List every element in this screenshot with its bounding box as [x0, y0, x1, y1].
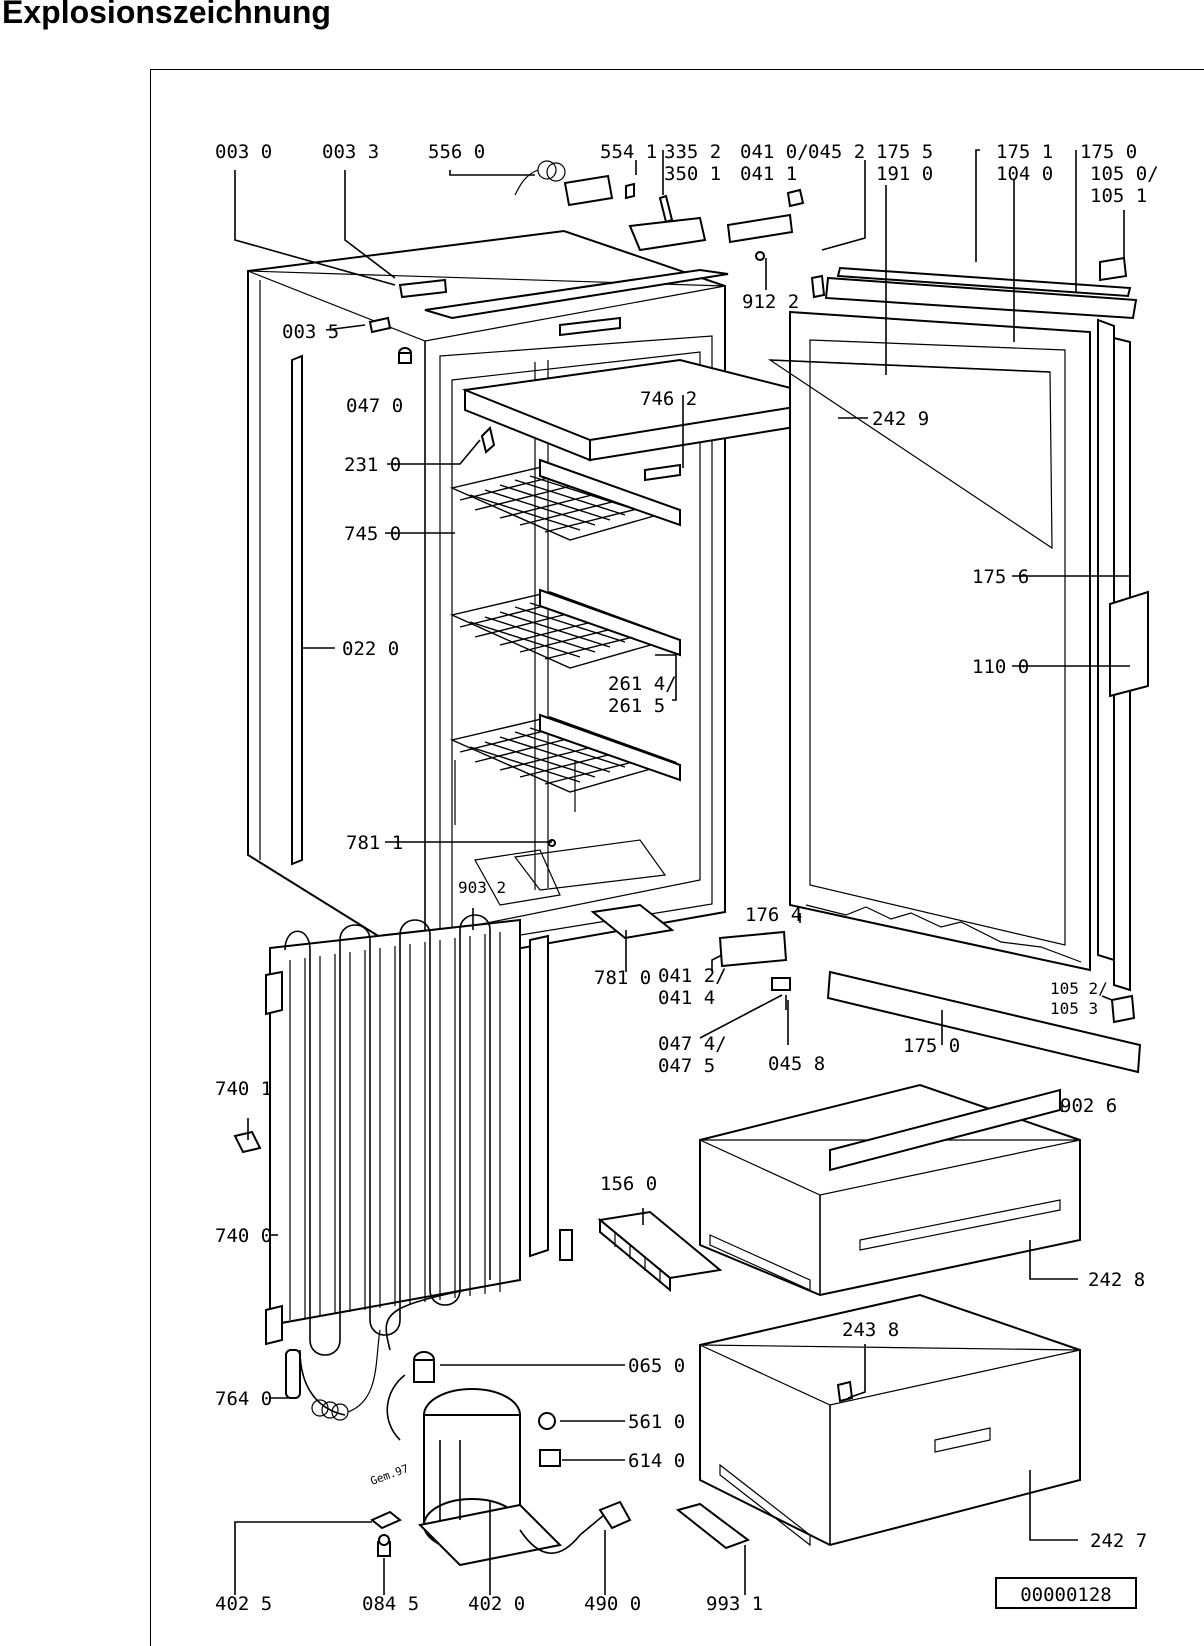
part-label: 175 5: [876, 141, 933, 163]
part-label: 041 0/: [740, 141, 809, 163]
part-label: 912 2: [742, 291, 799, 313]
part-label: 175 6: [972, 566, 1029, 588]
wire-shelf-2: [449, 588, 681, 669]
part-label: 261 4/: [608, 673, 677, 695]
part-label: 740 1: [215, 1078, 272, 1100]
part-label: 191 0: [876, 163, 933, 185]
part-label: 746 2: [640, 388, 697, 410]
drawing-number-box: [995, 1577, 1137, 1609]
door: [767, 256, 1149, 992]
part-label: 105 3: [1050, 999, 1098, 1018]
part-label: 490 0: [584, 1593, 641, 1615]
part-label: 561 0: [628, 1411, 685, 1433]
part-label: 781 0: [594, 967, 651, 989]
part-label: 903 2: [458, 878, 506, 897]
wire-shelf-3: [449, 713, 681, 825]
part-label: 764 0: [215, 1388, 272, 1410]
part-label: 084 5: [362, 1593, 419, 1615]
wire-shelf-1: [449, 458, 681, 541]
author-mark: Gem.97: [369, 1462, 411, 1488]
part-label: 176 4: [745, 904, 802, 926]
part-label: 350 1: [664, 163, 721, 185]
part-label: 175 0: [1080, 141, 1137, 163]
small-parts: [370, 1502, 751, 1557]
part-label: 003 3: [322, 141, 379, 163]
part-label: 402 0: [468, 1593, 525, 1615]
drawing-number: 00000128: [1020, 1584, 1112, 1606]
part-label: 104 0: [996, 163, 1053, 185]
part-label: 740 0: [215, 1225, 272, 1247]
part-label: 047 5: [658, 1055, 715, 1077]
glass-shelf: [461, 358, 839, 482]
part-label: 041 1: [740, 163, 797, 185]
part-label: 242 7: [1090, 1530, 1147, 1552]
part-label: 175 0: [903, 1035, 960, 1057]
thermostat: [514, 160, 805, 261]
leader-lines: [234, 149, 1130, 1595]
part-label: 156 0: [600, 1173, 657, 1195]
part-label: 003 5: [282, 321, 339, 343]
side-strip-022-0: [291, 354, 303, 866]
part-label: 003 0: [215, 141, 272, 163]
part-label: 261 5: [608, 695, 665, 717]
part-label: 781 1: [346, 832, 403, 854]
page-title: Explosionszeichnung: [2, 0, 331, 30]
crisper-drawer-upper: [699, 1083, 1081, 1297]
egg-tray: [597, 1210, 723, 1293]
part-label: 105 0/: [1090, 163, 1159, 185]
top-cover: [368, 268, 729, 364]
crisper-drawer-lower: [699, 1293, 1081, 1547]
part-label: 065 0: [628, 1355, 685, 1377]
part-label: 902 6: [1060, 1095, 1117, 1117]
part-label: 045 8: [768, 1053, 825, 1075]
condenser: [233, 914, 573, 1356]
part-label: 045 2: [808, 141, 865, 163]
capillary-dryer: [285, 1329, 381, 1421]
part-label: 554 1: [600, 141, 657, 163]
part-label: 556 0: [428, 141, 485, 163]
cabinet-floor: [474, 839, 675, 940]
part-label: 047 4/: [658, 1033, 727, 1055]
part-label: 993 1: [706, 1593, 763, 1615]
drawing-frame: [150, 69, 1204, 1646]
part-label: 242 8: [1088, 1269, 1145, 1291]
part-label: 402 5: [215, 1593, 272, 1615]
part-label: 041 4: [658, 987, 715, 1009]
part-label: 110 0: [972, 656, 1029, 678]
part-labels: 003 0 003 3 556 0 554 1 335 2 350 1 041 …: [215, 141, 1159, 1615]
part-label: 243 8: [842, 1319, 899, 1341]
part-label: 105 2/: [1050, 979, 1108, 998]
part-label: 745 0: [344, 523, 401, 545]
part-label: 335 2: [664, 141, 721, 163]
part-label: 242 9: [872, 408, 929, 430]
part-label: 022 0: [342, 638, 399, 660]
compressor: [299, 1279, 632, 1567]
part-label: 231 0: [344, 454, 401, 476]
part-label: 614 0: [628, 1450, 685, 1472]
door-bottom-parts: [718, 904, 1142, 1074]
part-label: 175 1: [996, 141, 1053, 163]
part-label: 105 1: [1090, 185, 1147, 207]
part-label: 047 0: [346, 395, 403, 417]
part-label: 041 2/: [658, 965, 727, 987]
